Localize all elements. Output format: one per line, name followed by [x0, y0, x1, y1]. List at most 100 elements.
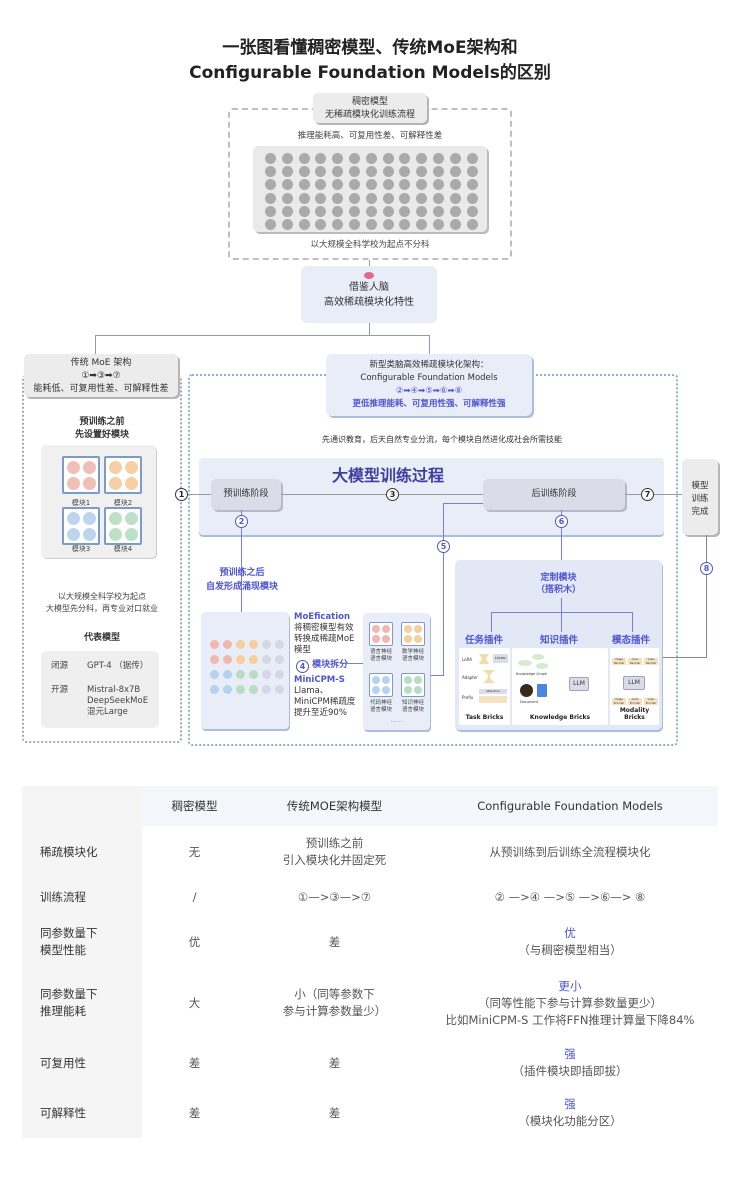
moe-flow: ①➡③➡⑦: [81, 371, 121, 381]
dense-neuron-dot: [365, 205, 377, 217]
minicpm-desc-3: 提升至近90%: [294, 708, 347, 718]
dense-label-line2: 无稀疏模块化训练流程: [324, 110, 415, 120]
open-model-2: DeepSeekMoE: [87, 696, 149, 706]
emergent-neuron-dot: [275, 670, 284, 679]
dense-neuron-dot: [298, 166, 310, 178]
brain-line2: 高效稀疏模块化特性: [324, 297, 414, 308]
cfm-cell-line: （模块化功能分区）: [518, 1114, 622, 1128]
dense-neuron-dot: [281, 153, 293, 164]
cfm-cell-line: 从预训练到后训练全流程模块化: [489, 844, 651, 859]
dense-neuron-dot: [298, 192, 310, 204]
table-header-moe: 传统MOE架构模型: [247, 786, 422, 826]
dense-neuron-dot: [466, 166, 478, 178]
dense-neuron-dot: [433, 192, 444, 204]
emergent-neuron-dot: [236, 670, 245, 679]
dense-neuron-dot: [298, 153, 310, 164]
module-2-icon: [104, 456, 142, 494]
done-line1: 模型: [691, 481, 709, 491]
image-encoder-block: Image Encoder: [612, 698, 626, 705]
dense-neuron-dot: [332, 205, 344, 217]
dense-neuron-dot: [349, 153, 360, 164]
brain-icon: [364, 272, 374, 279]
dense-neuron-dot: [365, 192, 377, 204]
dense-neuron-dot: [433, 166, 444, 178]
moefication-desc-1: 将稠密模型有效: [294, 623, 354, 633]
dense-neuron-dot: [382, 166, 394, 178]
rep-models-title: 代表模型: [83, 633, 120, 643]
table-header-corner: [22, 786, 142, 826]
dense-neuron-dot: [332, 166, 344, 178]
row-label-line: 训练流程: [40, 889, 86, 904]
qkv-row: [479, 696, 507, 703]
dense-neuron-dot: [416, 179, 428, 191]
cfm-cell: 优（与稠密模型相当）: [422, 916, 718, 968]
knowledge-module-label: 知识神经 语言模块: [401, 700, 424, 713]
dense-neuron-dot: [265, 179, 276, 191]
dense-neuron-dot: [349, 179, 360, 191]
dense-label-line1: 稠密模型: [351, 97, 388, 107]
dense-neuron-dot: [399, 179, 411, 191]
done-line2: 训练: [691, 494, 709, 504]
module-split-text: 模块拆分: [312, 660, 349, 670]
cfm-flow: ②➡④➡⑤➡⑥➡⑧: [395, 386, 463, 396]
module-3-label: 模块3: [71, 545, 91, 553]
emergent-neuron-dot: [249, 670, 258, 679]
moe-desc-line1: 以大规模全科学校为起点: [58, 592, 146, 601]
modality-bricks-panel: Image Decoder Audio Decoder Video Decode…: [610, 648, 659, 725]
emergent-neuron-dot: [236, 685, 245, 694]
cfm-cell: 从预训练到后训练全流程模块化: [422, 826, 718, 878]
dense-cell-line: 大: [188, 995, 201, 1010]
table-row: 同参数量下推理能耗大小（同等参数下参与计算参数量少）更小（同等性能下参与计算参数…: [22, 968, 718, 1038]
rep-models-panel: 闭源 GPT-4 （据传） 开源 Mistral-8x7B DeepSeekMo…: [41, 651, 159, 728]
dense-neuron-dot: [466, 219, 478, 230]
step-8-marker: 8: [700, 562, 713, 575]
dense-neuron-dot: [315, 153, 327, 164]
dense-neuron-dot: [365, 219, 377, 230]
adapter-label: Adapter: [462, 675, 478, 680]
knowledge-module-icon: [401, 673, 425, 697]
row-label: 同参数量下推理能耗: [22, 968, 142, 1038]
cfm-highlight: 强: [564, 1047, 576, 1061]
moe-cell: 差: [247, 1088, 422, 1138]
comparison-table: 稠密模型 传统MOE架构模型 Configurable Foundation M…: [22, 786, 718, 1138]
moe-cell-line: 引入模块化并固定死: [282, 853, 387, 867]
cfm-cell: 强（插件模块即插即拔）: [422, 1038, 718, 1088]
document-icon: [537, 684, 547, 697]
page-title-line2: Configurable Foundation Models的区别: [189, 63, 551, 83]
lora-icon: [479, 654, 489, 664]
dense-neuron-dot: [365, 153, 377, 164]
cfm-label-line2: Configurable Foundation Models: [360, 373, 498, 383]
dense-neuron-dot: [382, 179, 394, 191]
dense-cell: 差: [142, 1088, 247, 1138]
code-module-label: 代码神经 语言模块: [369, 700, 392, 713]
task-bricks-label: Task Bricks: [465, 714, 504, 721]
dense-neuron-dot: [466, 192, 478, 204]
row-label-line: 同参数量下: [40, 926, 98, 940]
modality-bricks-label: Modality Bricks: [619, 707, 650, 721]
cfm-highlight: 强: [564, 1097, 576, 1111]
dense-cell: /: [142, 878, 247, 916]
row-label-line: 推理能耗: [40, 1004, 86, 1018]
training-process-title: 大模型训练过程: [332, 466, 445, 485]
dense-neuron-dot: [466, 205, 478, 217]
custom-title-line2: （搭积木）: [535, 585, 581, 595]
table-header-dense: 稠密模型: [142, 786, 247, 826]
portrait-icon: [520, 684, 533, 697]
emergent-neuron-dot: [210, 685, 219, 694]
dense-neuron-dot: [399, 192, 411, 204]
lora-label: LoRA: [462, 657, 472, 662]
row-label-line: 稀疏模块化: [40, 844, 98, 859]
emergent-neuron-dot: [262, 655, 271, 664]
minicpm-title: MiniCPM-S: [294, 675, 345, 685]
step-6-marker: 6: [555, 515, 568, 528]
dense-cons: 推理能耗高、可复用性差、可解释性差: [297, 131, 443, 141]
math-module-label: 数学神经 语言模块: [401, 649, 424, 662]
module-split-label: 4 模块拆分: [296, 657, 349, 673]
dense-neuron-dot: [315, 192, 327, 204]
dense-neuron-dot: [399, 219, 411, 230]
row-label: 可复用性: [22, 1038, 142, 1088]
minicpm-desc-1: Llama、: [294, 686, 329, 696]
dense-neuron-dot: [281, 205, 293, 217]
dense-neuron-dot: [449, 219, 461, 230]
